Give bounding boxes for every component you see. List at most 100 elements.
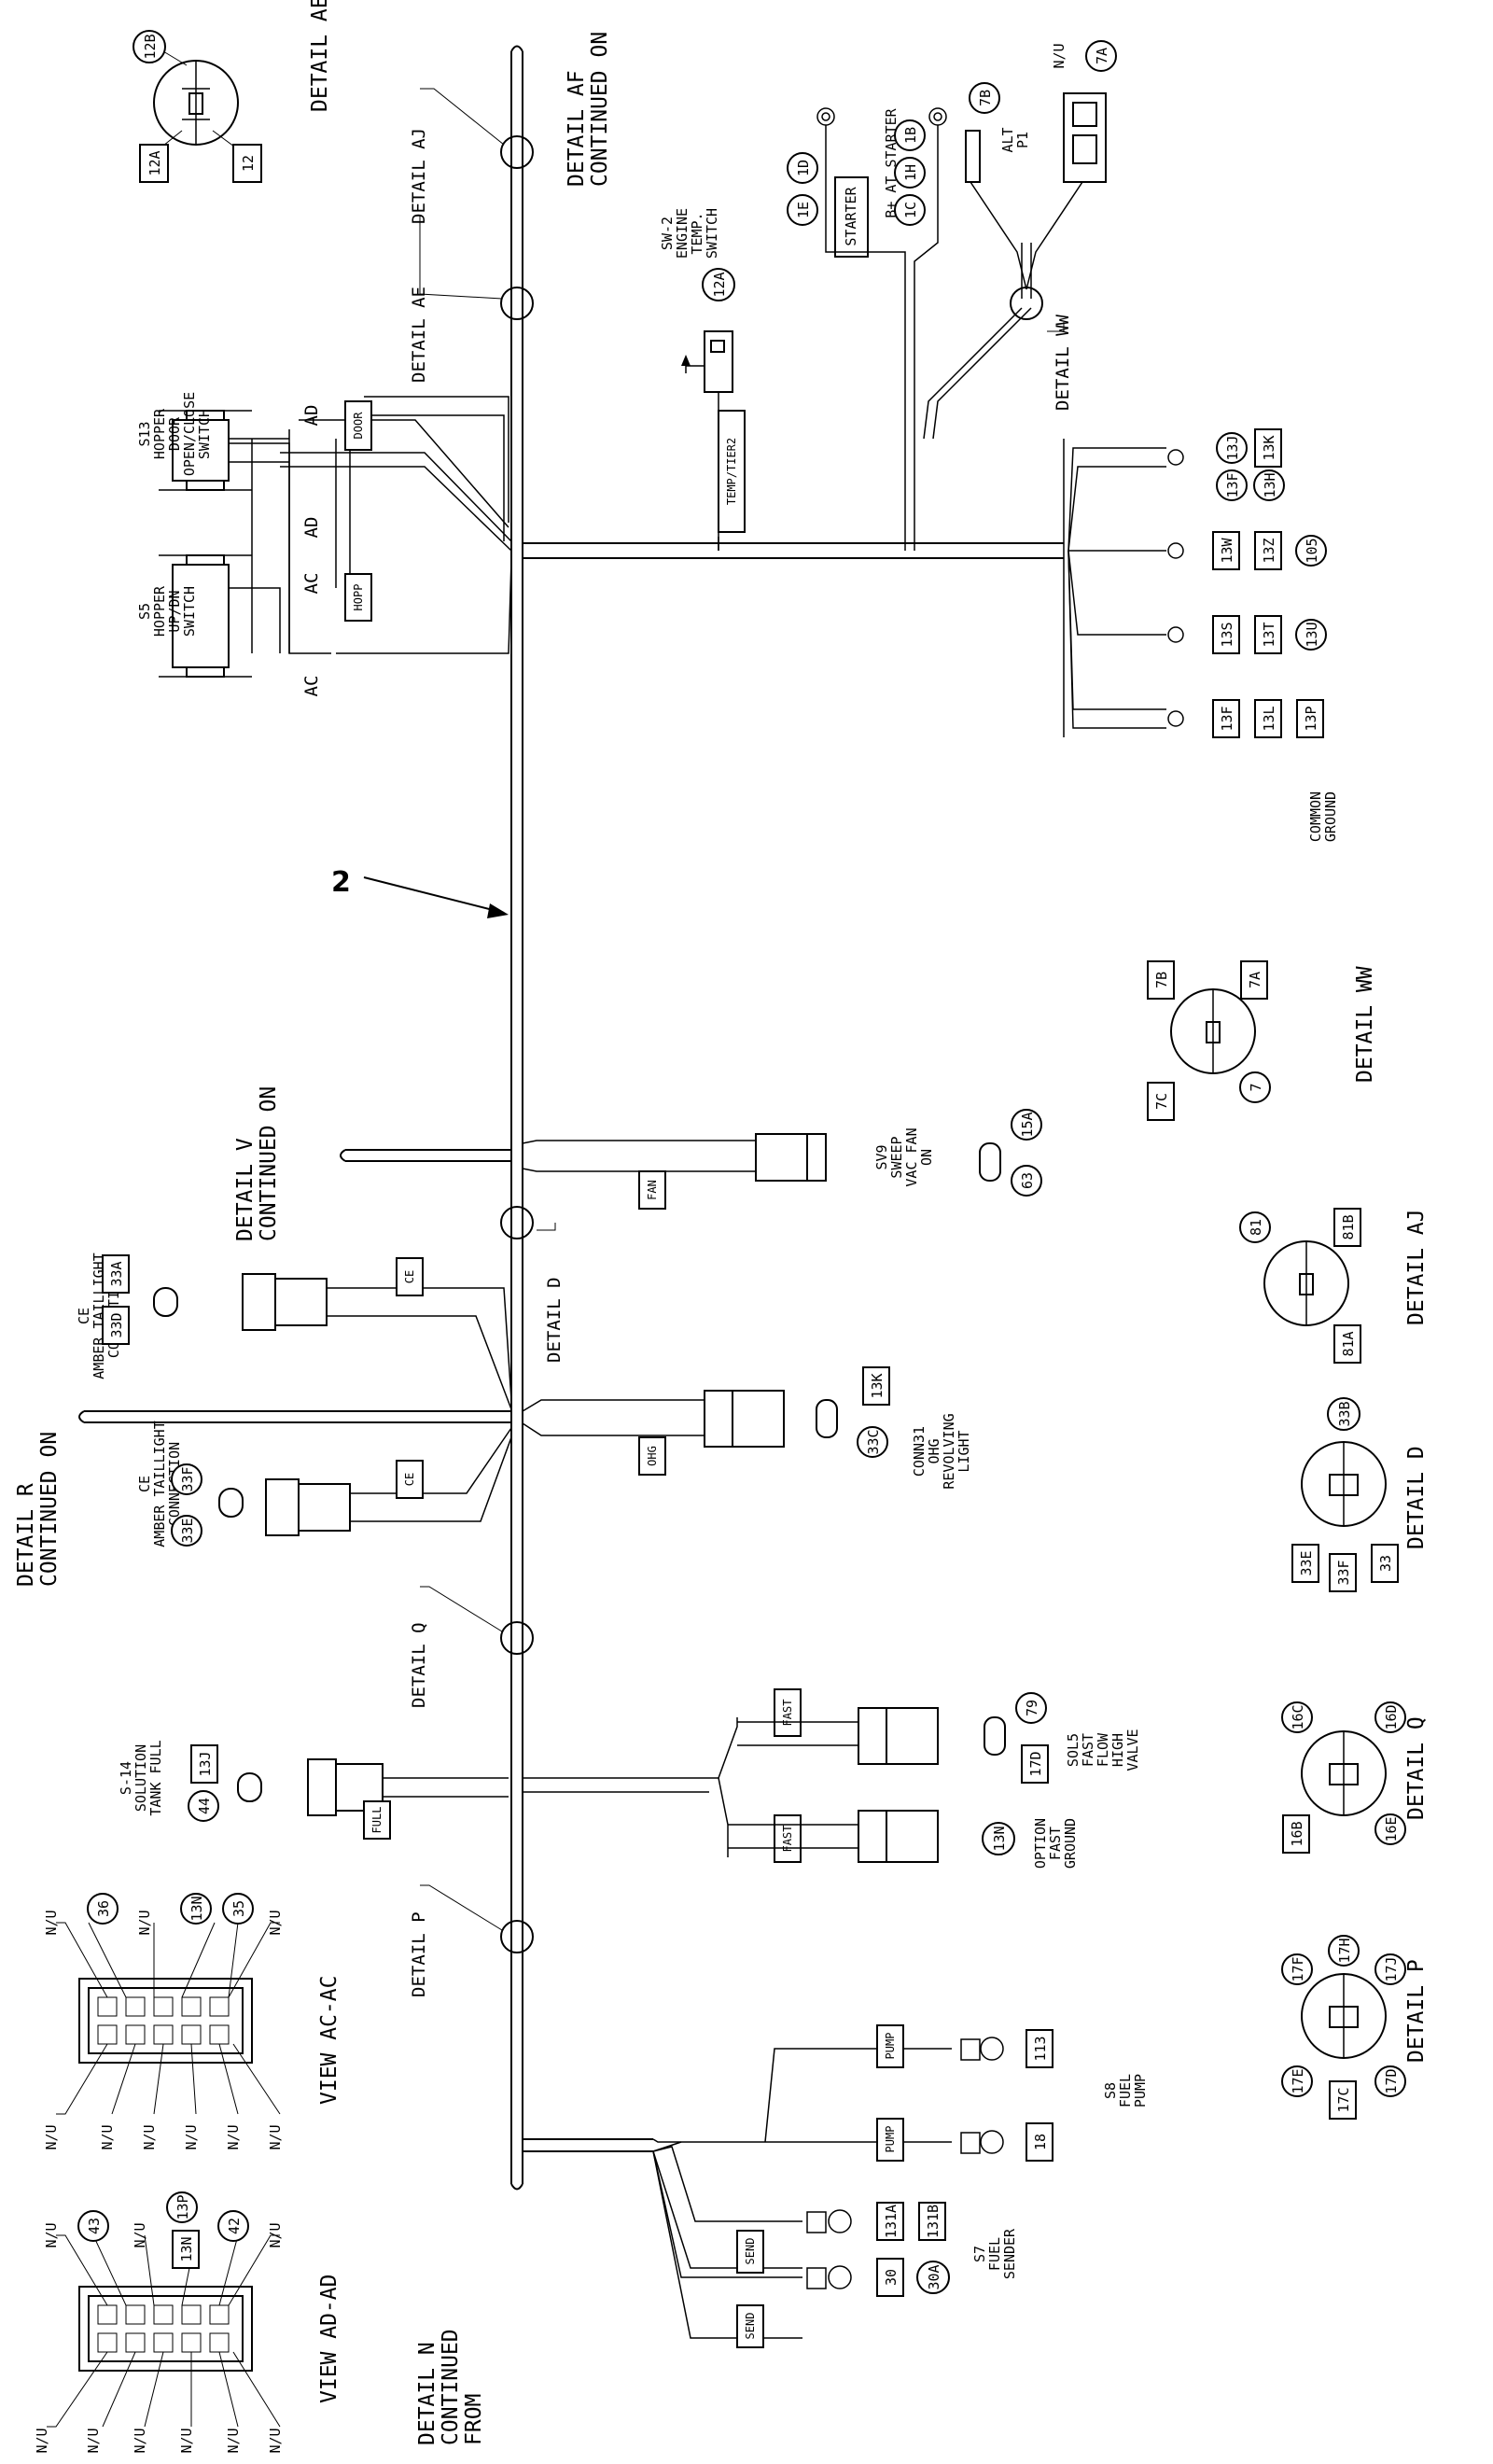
svg-text:7: 7 [1248,1083,1264,1091]
detail-aj-circle [500,135,534,169]
svg-text:13Z: 13Z [1261,538,1277,563]
svg-text:13S: 13S [1219,622,1235,647]
svg-text:CONTINUED ON: CONTINUED ON [37,1432,62,1587]
ce-taillight-upper: CEAMBER TAILLIGHTCONNECTION 33A 33D CE [76,1253,512,1410]
detail-p-leader-label: DETAIL P [409,1911,429,1997]
detail-v-branch [340,1149,511,1162]
svg-text:FROM: FROM [462,2394,486,2445]
svg-text:16C: 16C [1290,1704,1306,1729]
detail-labels: DETAIL AE DETAIL AJ DETAIL AF CONTINUED … [14,0,1429,2445]
svg-text:13U: 13U [1304,622,1320,647]
svg-text:13P: 13P [1303,706,1319,731]
svg-text:13F: 13F [1224,472,1241,497]
svg-text:105: 105 [1304,538,1320,563]
detail-af-label-2: CONTINUED ON [588,32,612,187]
svg-text:17E: 17E [1290,2068,1306,2093]
svg-text:7B: 7B [1153,972,1170,988]
svg-text:13T: 13T [1261,622,1277,647]
svg-text:1C: 1C [902,202,919,218]
view-ac-title: VIEW AC-AC [317,1976,342,2105]
svg-text:30A: 30A [926,2264,942,2289]
svg-text:SEND: SEND [744,2313,757,2340]
svg-text:33D: 33D [108,1312,125,1337]
svg-text:17J: 17J [1383,1956,1400,1981]
svg-text:FULL: FULL [370,1807,384,1834]
svg-text:7B: 7B [977,90,994,106]
detail-ae-title: DETAIL AE [308,0,332,112]
svg-text:13J: 13J [1224,435,1241,460]
svg-text:SEND: SEND [744,2238,757,2265]
svg-text:35: 35 [230,1900,247,1917]
detail-ww-circle [1010,287,1043,320]
sv9-fan-branch: FAN SV9SWEEPVAC FANON 15A 63 [522,1109,1042,1210]
svg-text:FAN: FAN [646,1180,659,1200]
detail-aj-title: DETAIL AJ [1404,1209,1429,1325]
detail-aj-diagram: 81 81B 81A [1239,1208,1361,1364]
svg-text:SOL5FASTFLOWHIGHVALVE: SOL5FASTFLOWHIGHVALVE [1065,1729,1141,1771]
svg-text:PUMP: PUMP [884,2033,897,2060]
wire-12b: 12B [142,34,159,59]
svg-text:33B: 33B [1336,1401,1353,1426]
svg-text:36: 36 [95,1900,112,1917]
detail-p-title: DETAIL P [1404,1959,1429,2063]
svg-text:13F: 13F [1219,706,1235,731]
svg-text:N/U: N/U [267,1910,284,1935]
sw2-engine-temp-switch: SW-2ENGINETEMP.SWITCH 12A TEMP/TIER2 [659,208,746,551]
svg-text:DETAIL N: DETAIL N [415,2342,440,2445]
svg-text:N/U: N/U [178,2428,195,2453]
svg-text:7C: 7C [1153,1093,1170,1110]
svg-text:33A: 33A [108,1261,125,1286]
svg-text:131B: 131B [925,2205,942,2238]
svg-text:81: 81 [1248,1219,1264,1236]
detail-ae-label: DETAIL AE [409,287,429,383]
svg-text:CE: CE [403,1270,416,1283]
svg-text:13N: 13N [188,1896,205,1921]
svg-text:OPTIONFASTGROUND: OPTIONFASTGROUND [1032,1818,1079,1869]
svg-text:16B: 16B [1289,1821,1305,1846]
svg-text:33F: 33F [1335,1560,1352,1585]
svg-text:18: 18 [1032,2134,1049,2150]
svg-text:43: 43 [86,2218,103,2234]
svg-text:N/U: N/U [85,2428,102,2453]
svg-text:B+ AT STARTER: B+ AT STARTER [883,107,900,217]
detail-d-title: DETAIL D [1404,1446,1429,1549]
detail-ae-diagram: 12B 12A 12 [133,30,262,183]
svg-text:63: 63 [1019,1172,1036,1189]
svg-text:CONN31OHGREVOLVINGLIGHT: CONN31OHGREVOLVINGLIGHT [911,1413,972,1489]
svg-text:17C: 17C [1335,2087,1352,2112]
svg-text:AC: AC [301,573,322,595]
svg-text:N/U: N/U [43,1910,60,1935]
svg-text:PUMP: PUMP [884,2126,897,2153]
svg-text:17H: 17H [1336,1938,1353,1963]
detail-d-leader-label: DETAIL D [544,1277,565,1363]
svg-text:DOOR: DOOR [352,412,365,440]
svg-text:SV9SWEEPVAC FANON: SV9SWEEPVAC FANON [873,1127,935,1186]
svg-text:12: 12 [240,155,257,172]
svg-text:HOPP: HOPP [352,584,365,611]
svg-text:81A: 81A [1340,1331,1357,1356]
svg-text:81B: 81B [1340,1214,1357,1239]
svg-text:FAST: FAST [781,1826,794,1853]
svg-text:33E: 33E [179,1518,196,1543]
svg-text:13K: 13K [869,1373,886,1398]
s14-solution-tank: S-14SOLUTIONTANK FULL 13J 44 FULL [118,1740,509,1840]
svg-text:COMMONGROUND: COMMONGROUND [1307,791,1339,842]
svg-text:13J: 13J [197,1751,214,1776]
svg-text:S5HOPPERUP/DNSWITCH: S5HOPPERUP/DNSWITCH [136,585,198,637]
detail-ae-leader-label: DETAIL AE [409,287,429,383]
svg-text:N/U: N/U [132,2222,148,2247]
sol5-fast-branch: FAST FAST 79 17D SOL5FASTFLOWHIGHVALVE 1… [523,1688,1141,1869]
svg-text:30: 30 [883,2269,900,2286]
detail-p-circle [500,1920,534,1953]
svg-text:N/U: N/U [183,2124,200,2149]
svg-text:N/U: N/U [99,2124,116,2149]
svg-text:113: 113 [1032,2036,1049,2061]
svg-text:33: 33 [1377,1555,1394,1572]
conn31-ohg-branch: OHG 13K 33C CONN31OHGREVOLVINGLIGHT [522,1366,972,1490]
svg-text:1D: 1D [795,160,812,176]
svg-text:12A: 12A [711,272,728,297]
svg-text:N/U: N/U [267,2222,284,2247]
svg-text:SW-2ENGINETEMP.SWITCH: SW-2ENGINETEMP.SWITCH [659,208,720,259]
svg-text:CEAMBER TAILLIGHTCONNECTION: CEAMBER TAILLIGHTCONNECTION [136,1421,183,1547]
svg-text:ALTP1: ALTP1 [999,127,1031,152]
